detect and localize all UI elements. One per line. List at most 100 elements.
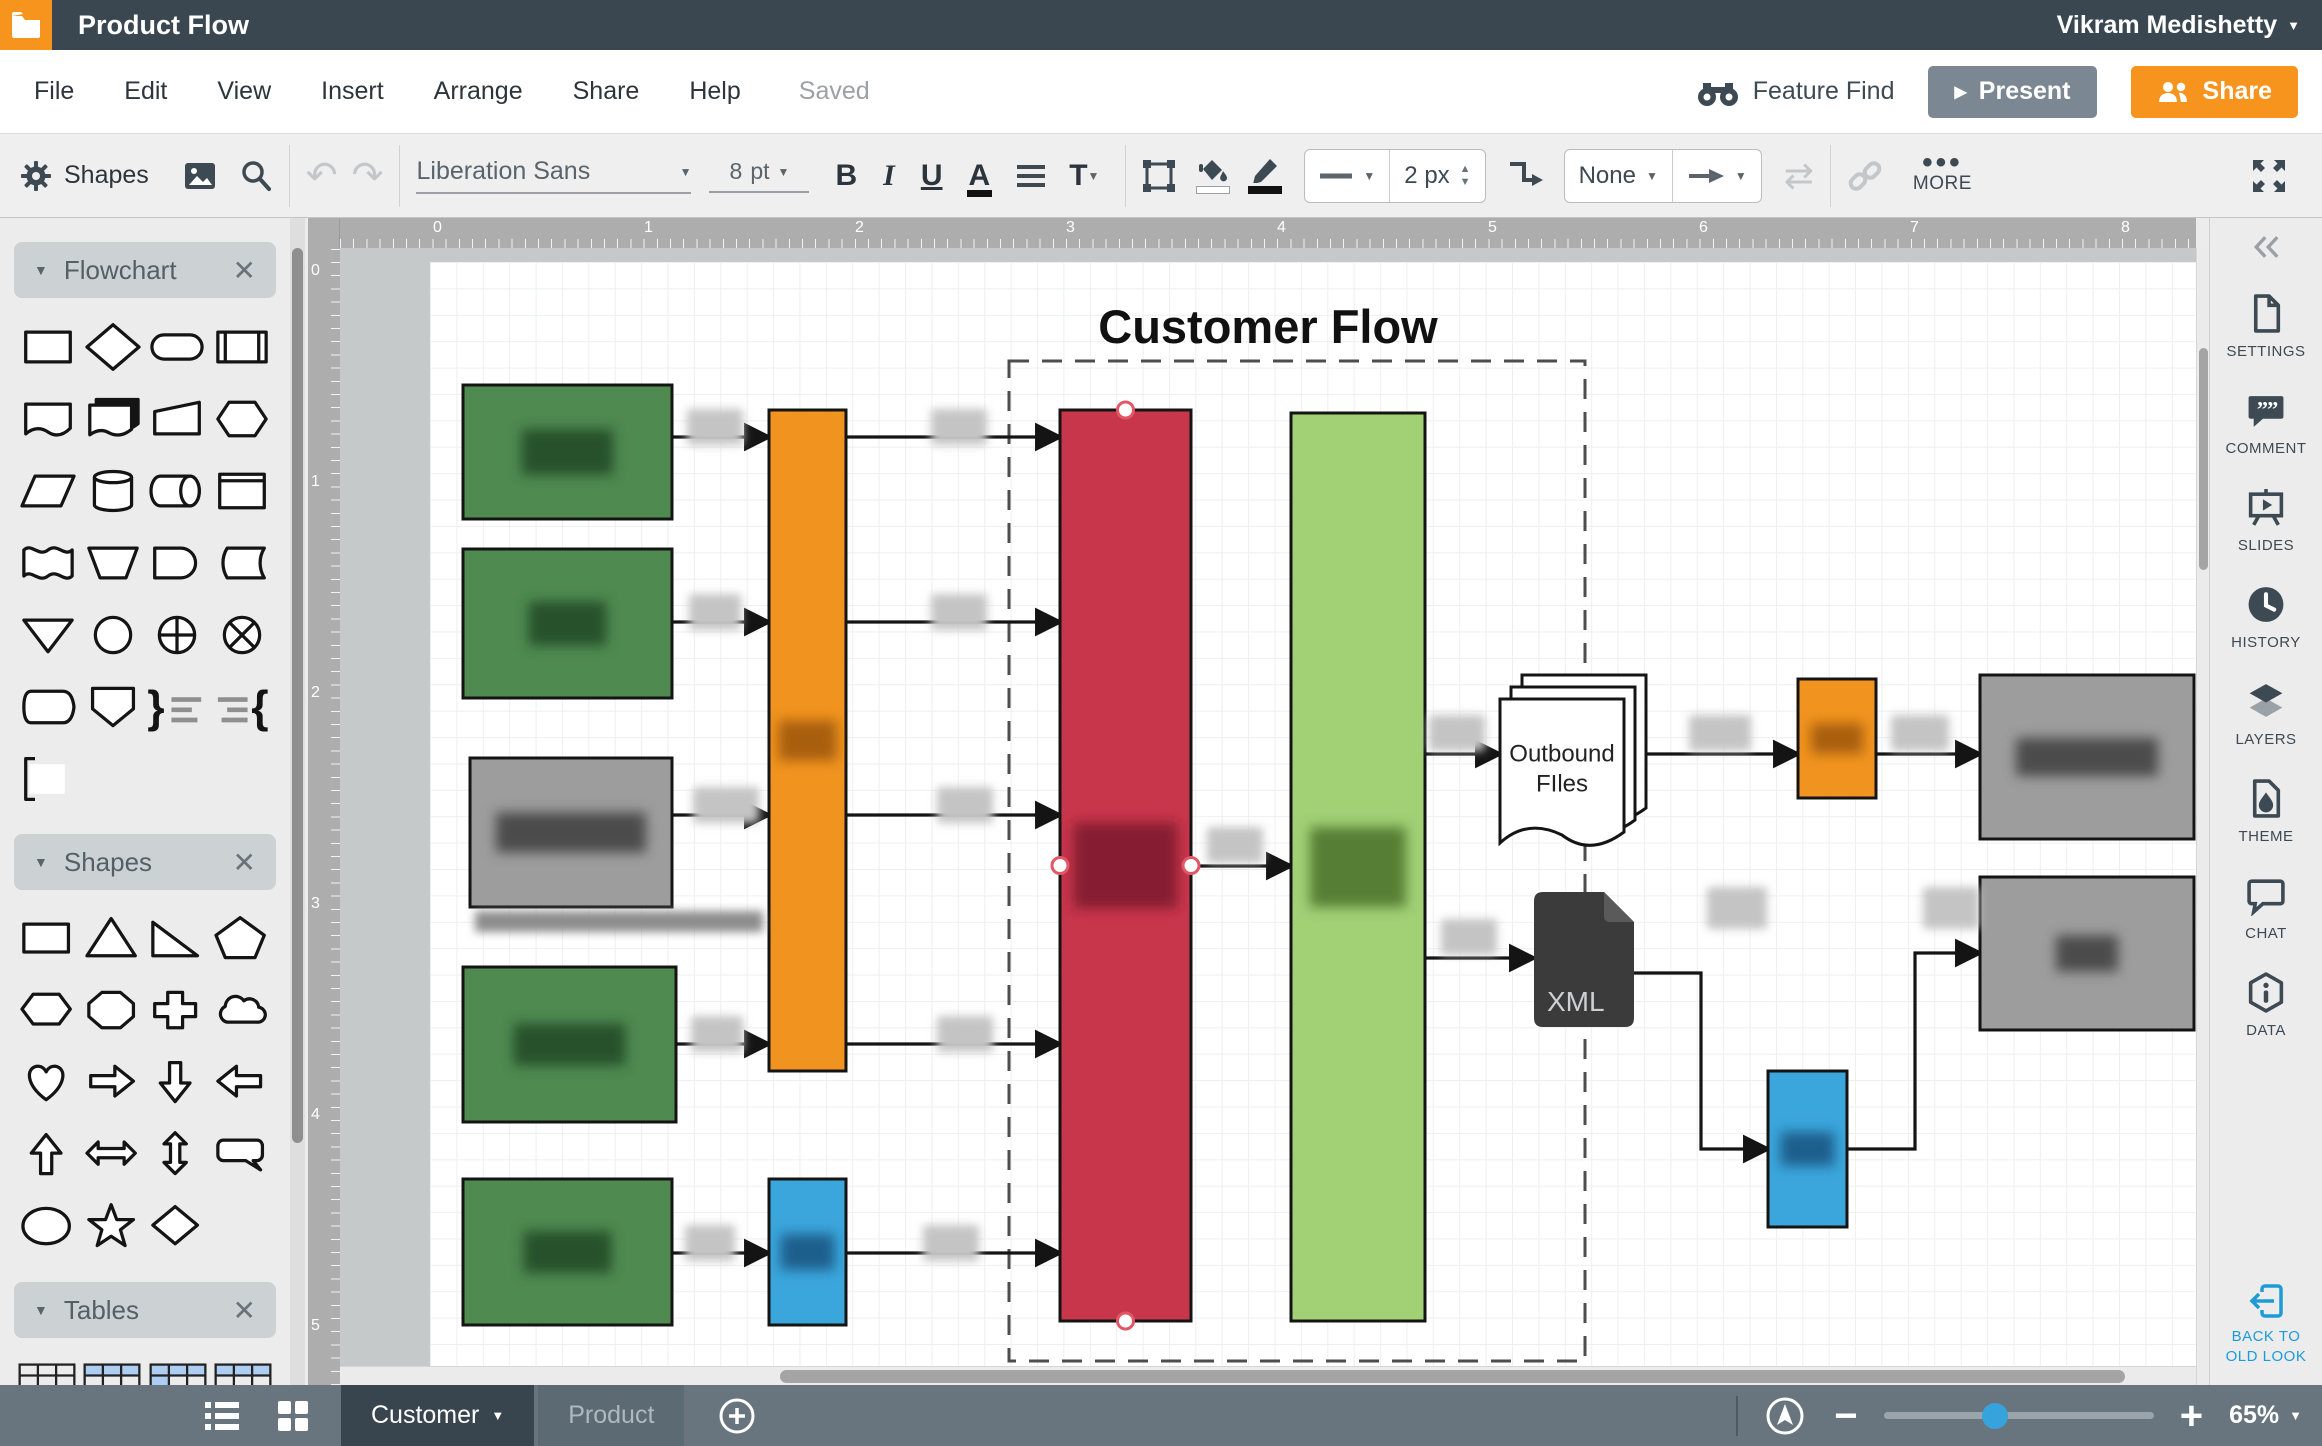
line-width-stepper[interactable]: 2 px ▲▼ <box>1389 149 1484 202</box>
section-header-shapes[interactable]: ▼ Shapes ✕ <box>14 834 276 890</box>
shape-cloud[interactable] <box>210 980 275 1042</box>
shape-multi-document[interactable] <box>81 388 146 450</box>
font-size-select[interactable]: 8 pt ▼ <box>709 158 810 193</box>
sidebar-item-theme[interactable]: THEME <box>2239 778 2294 845</box>
add-page-button[interactable] <box>718 1397 756 1435</box>
close-icon[interactable]: ✕ <box>232 1294 256 1326</box>
shape-table-banded[interactable] <box>211 1358 277 1385</box>
underline-button[interactable]: U <box>920 158 943 192</box>
line-start-select[interactable]: None ▼ <box>1565 150 1672 202</box>
shapes-manager-button[interactable]: Shapes <box>20 160 149 192</box>
h-scrollbar-thumb[interactable] <box>780 1370 2125 1383</box>
shape-summing-junction[interactable] <box>145 604 210 666</box>
zoom-out-button[interactable]: − <box>1834 1393 1858 1438</box>
shape-arrow-left-right[interactable] <box>81 1124 146 1186</box>
sidebar-item-settings[interactable]: SETTINGS <box>2226 293 2305 360</box>
menu-help[interactable]: Help <box>689 77 741 105</box>
menu-share[interactable]: Share <box>572 77 640 105</box>
shape-display[interactable] <box>16 676 81 738</box>
shape-diamond[interactable] <box>145 1196 210 1258</box>
undo-button[interactable]: ↶ <box>306 153 338 198</box>
present-button[interactable]: ▶ Present <box>1928 65 2097 118</box>
sidebar-item-layers[interactable]: LAYERS <box>2235 681 2296 748</box>
insert-image-button[interactable] <box>183 160 217 192</box>
shape-stored-data[interactable] <box>210 532 275 594</box>
page-tab-product[interactable]: Product <box>538 1385 685 1446</box>
search-button[interactable] <box>239 159 273 193</box>
line-color-button[interactable] <box>1248 157 1283 194</box>
v-scrollbar-thumb[interactable] <box>2199 348 2208 570</box>
shape-merge[interactable] <box>16 604 81 666</box>
user-menu[interactable]: Vikram Medishetty ▼ <box>2057 11 2300 40</box>
shape-text-bracket[interactable] <box>16 748 81 810</box>
shape-brace-left-note[interactable]: { <box>210 676 275 738</box>
share-button[interactable]: Share <box>2130 65 2298 118</box>
shape-callout[interactable] <box>210 1124 275 1186</box>
shape-predefined-process[interactable] <box>210 316 275 378</box>
sidebar-item-slides[interactable]: SLIDES <box>2238 487 2294 554</box>
menu-insert[interactable]: Insert <box>321 77 384 105</box>
feature-find-button[interactable]: Feature Find <box>1697 77 1894 107</box>
menu-view[interactable]: View <box>217 77 272 105</box>
shape-database[interactable] <box>81 460 146 522</box>
italic-button[interactable]: I <box>883 158 895 192</box>
shape-manual-input[interactable] <box>145 388 210 450</box>
shape-internal-storage[interactable] <box>210 460 275 522</box>
more-tools-button[interactable]: ••• MORE <box>1913 147 1972 195</box>
bold-button[interactable]: B <box>835 158 858 192</box>
text-align-button[interactable] <box>1016 164 1046 188</box>
line-style-select[interactable]: ▼ <box>1305 150 1389 202</box>
shape-arrow-right[interactable] <box>81 1052 146 1114</box>
fullscreen-button[interactable] <box>2250 157 2288 195</box>
menu-edit[interactable]: Edit <box>124 77 168 105</box>
shape-decision[interactable] <box>81 316 146 378</box>
shape-process[interactable] <box>16 316 81 378</box>
canvas-page[interactable] <box>430 262 2196 1385</box>
shape-document[interactable] <box>16 388 81 450</box>
shape-connector[interactable] <box>81 604 146 666</box>
close-icon[interactable]: ✕ <box>232 254 256 286</box>
shape-star[interactable] <box>81 1196 146 1258</box>
pan-to-content-button[interactable] <box>1764 1395 1806 1437</box>
shape-manual-operation[interactable] <box>81 532 146 594</box>
shape-cross[interactable] <box>145 980 210 1042</box>
zoom-slider[interactable] <box>1883 1403 2154 1429</box>
shape-brace-right-note[interactable]: } <box>145 676 210 738</box>
font-family-select[interactable]: Liberation Sans ▼ <box>416 157 692 194</box>
shape-table-header-col[interactable] <box>145 1358 211 1385</box>
shape-arrow-down[interactable] <box>145 1052 210 1114</box>
menu-file[interactable]: File <box>34 77 75 105</box>
shape-arrow-up-down[interactable] <box>145 1124 210 1186</box>
text-options-button[interactable]: T▼ <box>1069 159 1099 193</box>
shape-off-page-connector[interactable] <box>81 676 146 738</box>
sidebar-item-history[interactable]: HISTORY <box>2231 584 2301 651</box>
shape-preparation[interactable] <box>210 388 275 450</box>
shape-right-triangle[interactable] <box>145 908 210 970</box>
shape-pentagon[interactable] <box>210 908 275 970</box>
shape-panel-scrollbar[interactable] <box>290 218 305 1385</box>
shape-data[interactable] <box>16 460 81 522</box>
shape-style-button[interactable] <box>1142 159 1176 193</box>
shape-flag[interactable] <box>16 532 81 594</box>
canvas-h-scrollbar[interactable] <box>340 1366 2196 1385</box>
collapse-sidebar-button[interactable] <box>2249 232 2283 267</box>
line-end-select[interactable]: ▼ <box>1671 149 1761 202</box>
hyperlink-button[interactable] <box>1847 158 1883 194</box>
text-color-button[interactable]: A <box>966 159 993 197</box>
shape-heart[interactable] <box>16 1052 81 1114</box>
shape-table-header[interactable] <box>80 1358 146 1385</box>
fill-color-button[interactable] <box>1196 157 1231 194</box>
shape-or-junction[interactable] <box>210 604 275 666</box>
section-header-tables[interactable]: ▼ Tables ✕ <box>14 1282 276 1338</box>
menu-arrange[interactable]: Arrange <box>433 77 523 105</box>
shape-ellipse[interactable] <box>16 1196 81 1258</box>
section-header-flowchart[interactable]: ▼ Flowchart ✕ <box>14 242 276 298</box>
shape-delay[interactable] <box>145 532 210 594</box>
zoom-level-select[interactable]: 65% ▼ <box>2229 1401 2302 1430</box>
sidebar-item-comment[interactable]: ”” COMMENT <box>2226 390 2307 457</box>
page-tab-customer[interactable]: Customer▼ <box>341 1385 535 1446</box>
sidebar-item-data[interactable]: DATA <box>2245 972 2287 1039</box>
zoom-in-button[interactable]: + <box>2179 1393 2204 1438</box>
